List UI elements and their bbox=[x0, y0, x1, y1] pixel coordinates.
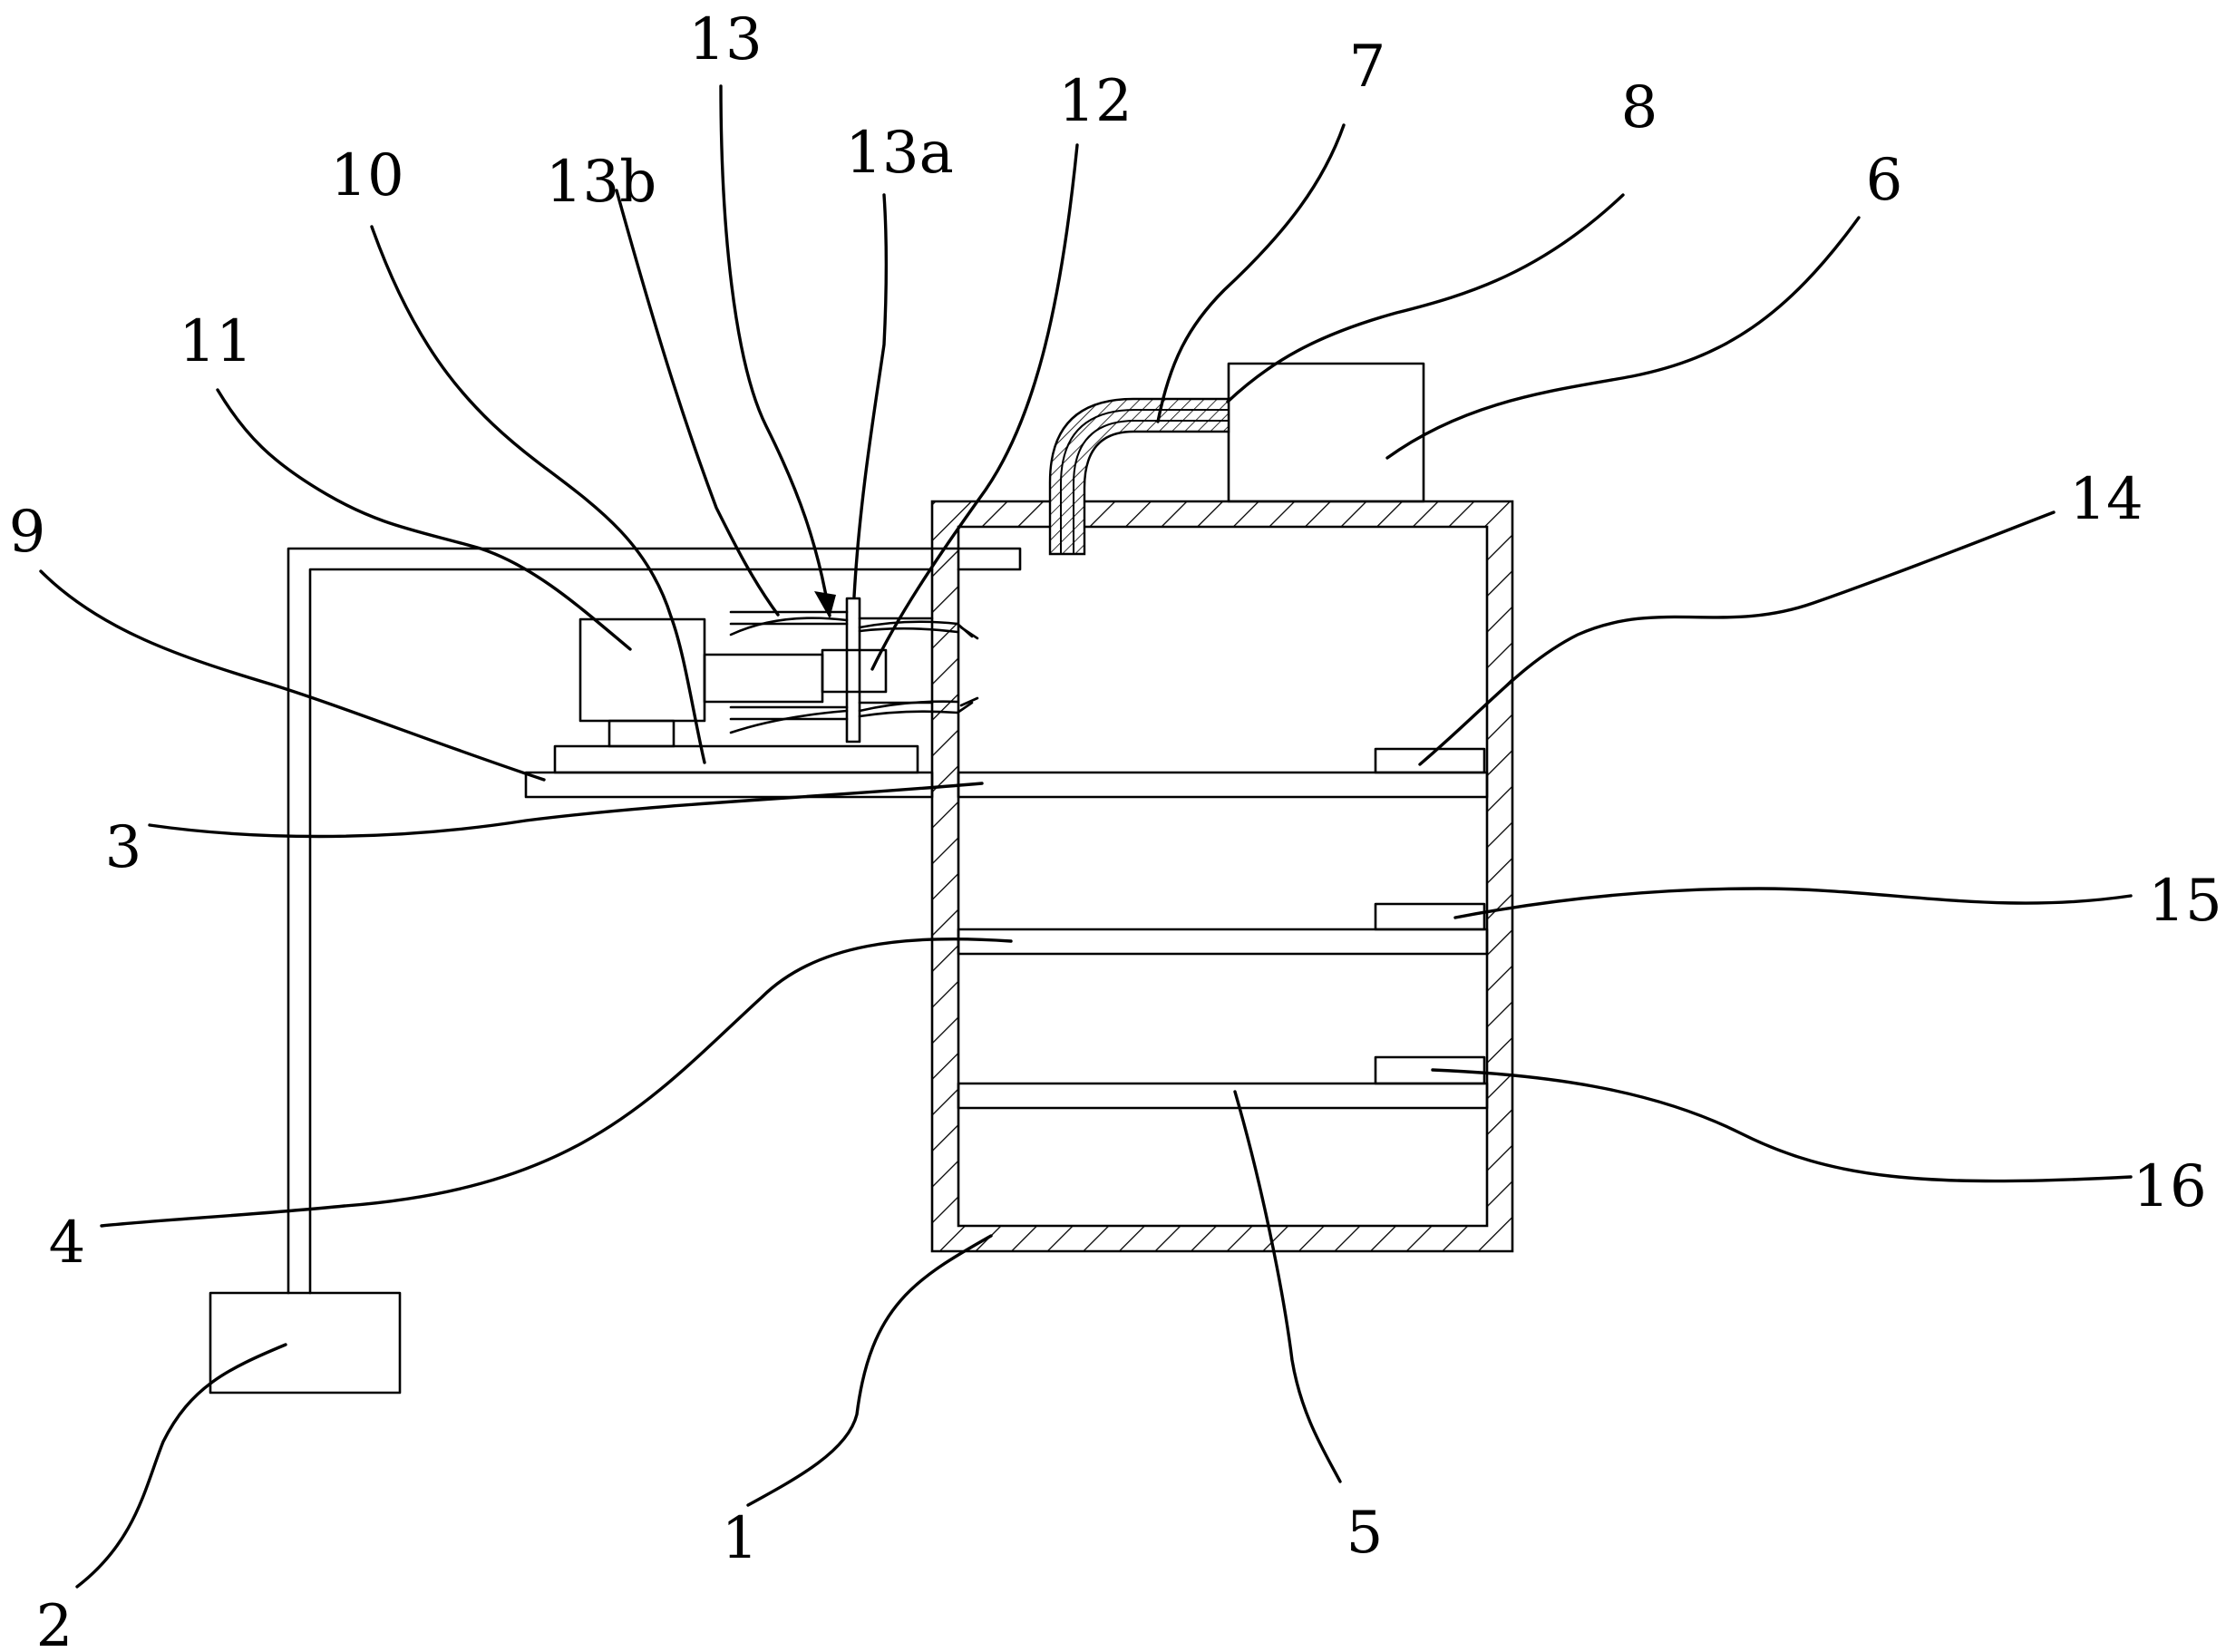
label-13b: 13b bbox=[546, 149, 656, 216]
label-5: 5 bbox=[1346, 1500, 1384, 1567]
top-box-6 bbox=[1227, 362, 1425, 503]
shelf-3 bbox=[524, 771, 1489, 799]
leader-9 bbox=[39, 569, 546, 782]
motor-assembly-11 bbox=[578, 617, 824, 748]
leader-lines bbox=[39, 84, 2133, 1589]
leader-16 bbox=[1431, 1068, 2133, 1183]
leader-14 bbox=[1418, 510, 2056, 766]
leader-11 bbox=[216, 388, 632, 651]
platform-9 bbox=[553, 744, 919, 774]
housing bbox=[930, 500, 1514, 1253]
label-13a: 13a bbox=[845, 120, 954, 187]
block-14 bbox=[1374, 747, 1486, 774]
label-16: 16 bbox=[2133, 1153, 2206, 1220]
label-12: 12 bbox=[1058, 68, 1132, 135]
label-3: 3 bbox=[105, 814, 142, 881]
block-16 bbox=[1374, 1055, 1486, 1085]
pipe-7 bbox=[1048, 397, 1230, 556]
leader-15 bbox=[1453, 887, 2133, 919]
leader-13a bbox=[852, 193, 888, 598]
label-4: 4 bbox=[49, 1210, 86, 1277]
label-15: 15 bbox=[2148, 868, 2221, 935]
leader-13b bbox=[615, 189, 780, 617]
label-8: 8 bbox=[1621, 74, 1658, 141]
leader-6 bbox=[1385, 216, 1861, 460]
leader-1 bbox=[746, 1234, 993, 1507]
label-7: 7 bbox=[1349, 34, 1386, 101]
housing-wall bbox=[930, 500, 1514, 1253]
label-2: 2 bbox=[36, 1593, 73, 1652]
label-11: 11 bbox=[179, 308, 252, 375]
block-15 bbox=[1374, 902, 1486, 931]
label-14: 14 bbox=[2069, 466, 2143, 533]
arrowhead-13 bbox=[814, 591, 836, 618]
label-10: 10 bbox=[330, 142, 403, 209]
label-9: 9 bbox=[9, 499, 46, 566]
leader-13 bbox=[719, 84, 831, 617]
leader-8 bbox=[1226, 193, 1625, 403]
leader-2 bbox=[75, 1343, 287, 1589]
leader-7 bbox=[1156, 123, 1346, 423]
reference-numerals: 1 2 3 4 5 6 7 8 9 10 11 12 13 13a 13b 14… bbox=[9, 6, 2222, 1652]
leader-5 bbox=[1233, 1090, 1342, 1483]
leader-10 bbox=[370, 225, 706, 764]
shelf-4 bbox=[957, 928, 1489, 956]
cutter-assembly-13 bbox=[729, 597, 979, 743]
shelf-5 bbox=[957, 1082, 1489, 1110]
label-1: 1 bbox=[722, 1505, 759, 1572]
leader-3 bbox=[148, 782, 984, 839]
leader-12 bbox=[870, 143, 1079, 671]
label-13: 13 bbox=[688, 6, 762, 73]
base-box-2 bbox=[209, 1291, 402, 1394]
leader-4 bbox=[100, 937, 1013, 1228]
label-6: 6 bbox=[1866, 147, 1903, 214]
frame bbox=[287, 547, 1022, 1295]
